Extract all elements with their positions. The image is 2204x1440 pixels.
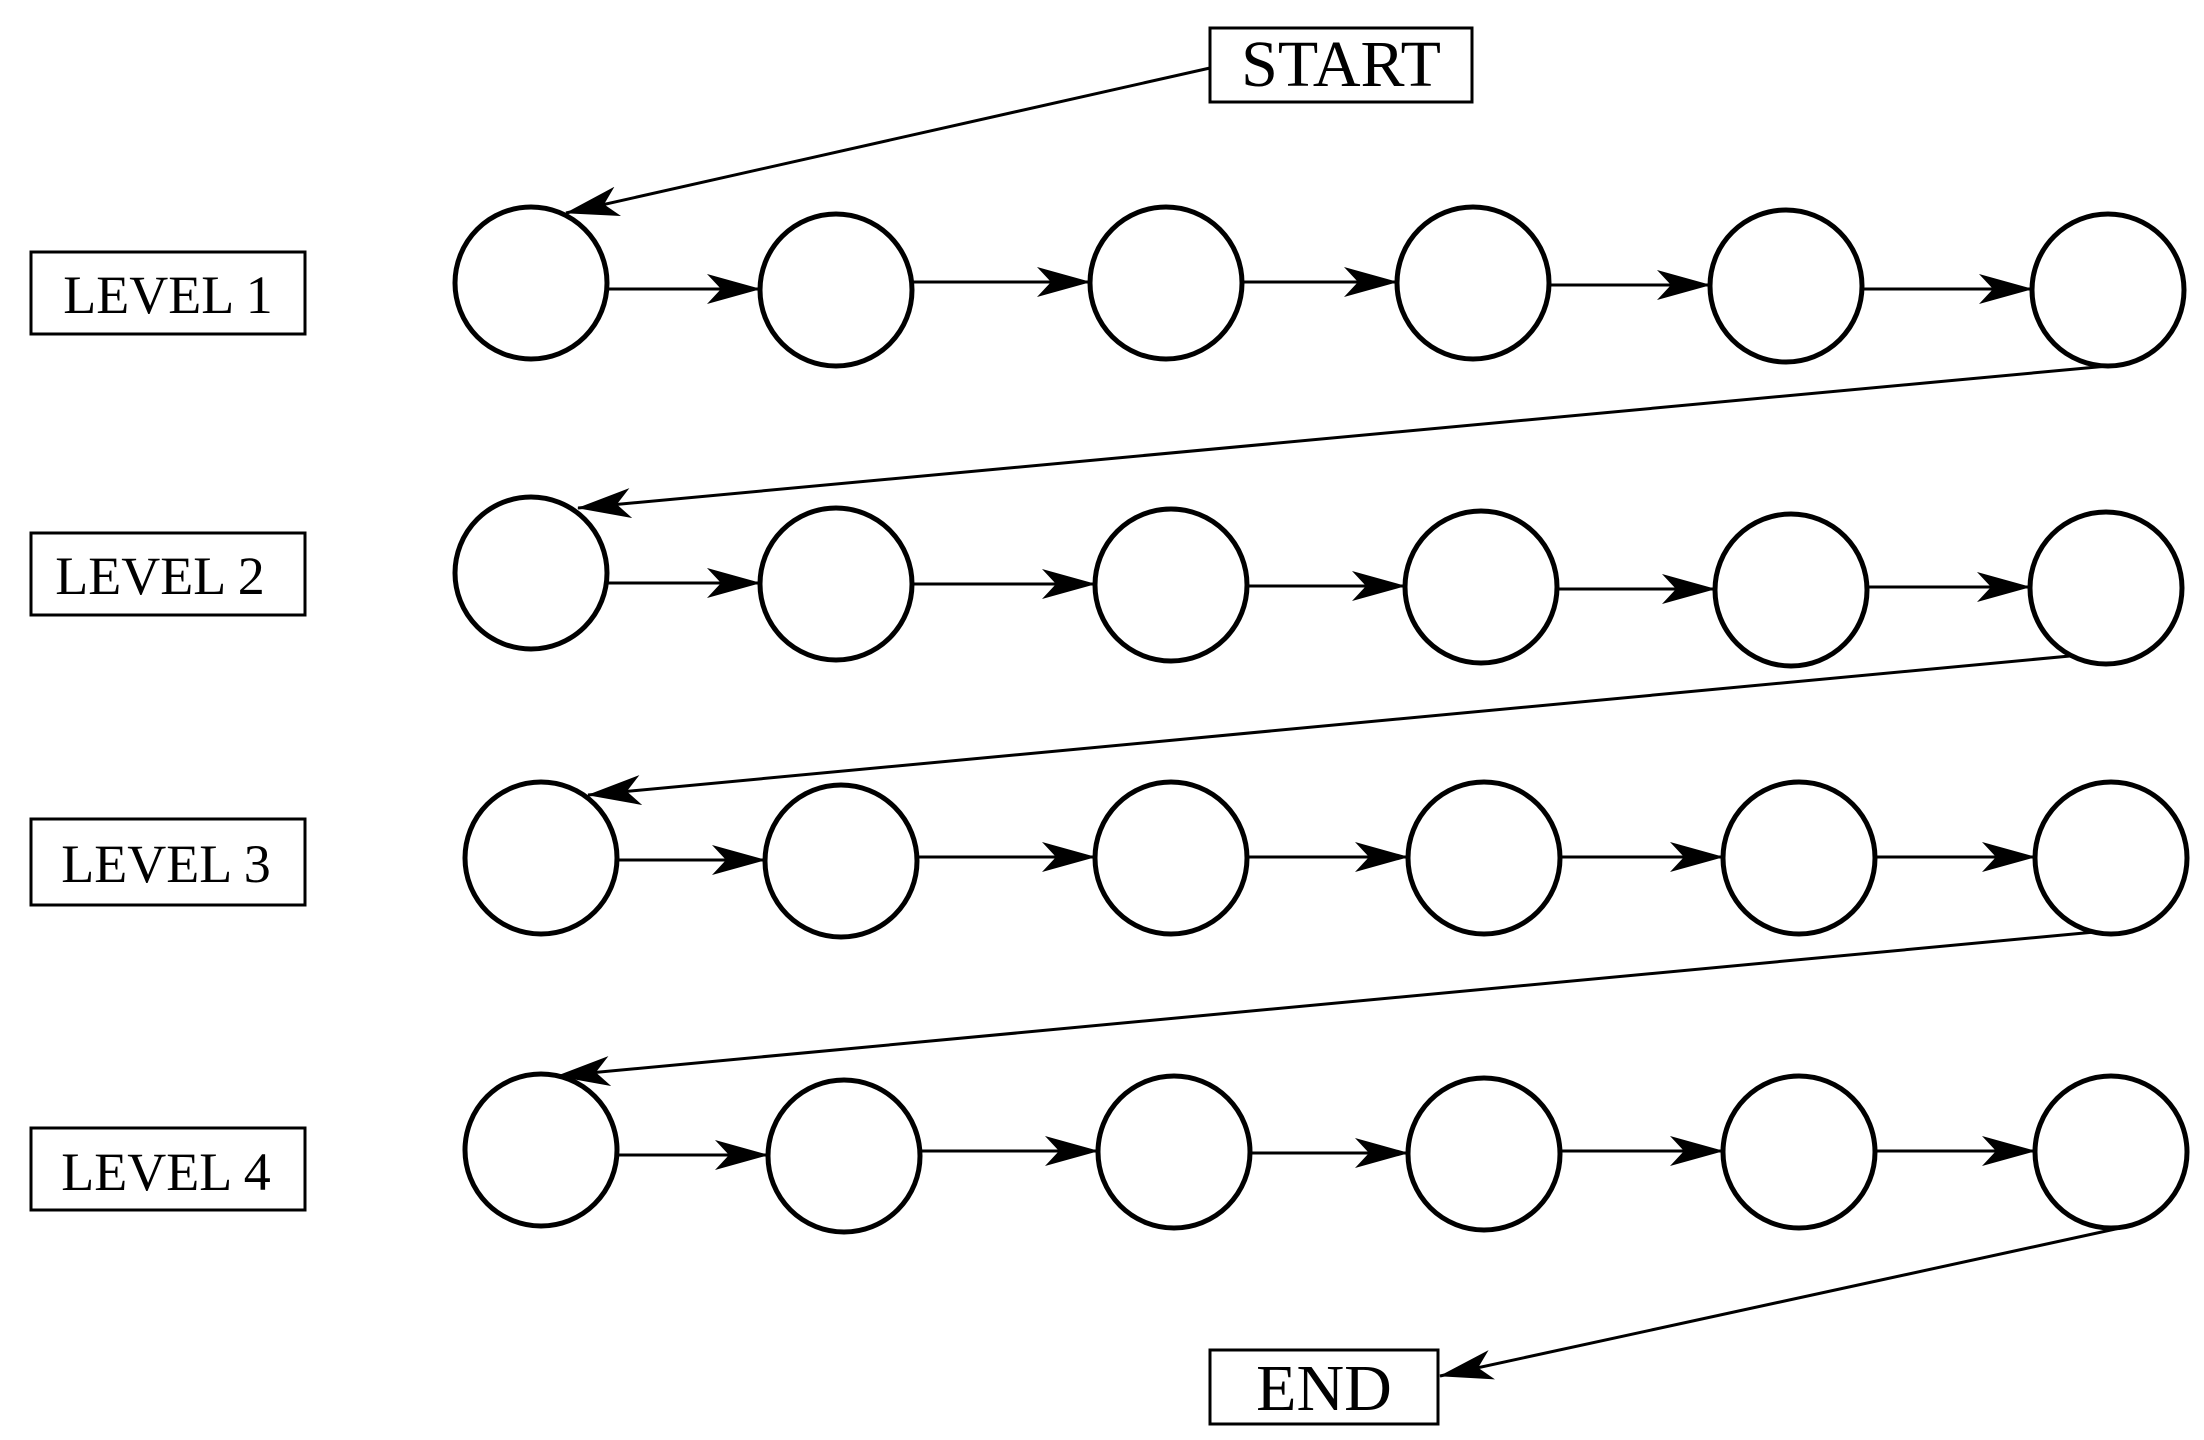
node-level-2-6 <box>2027 509 2185 667</box>
node-level-2-1 <box>452 494 610 652</box>
node-level-4-3 <box>1095 1073 1253 1231</box>
node-level-4-2 <box>765 1077 923 1235</box>
node-level-2-5 <box>1712 511 1870 669</box>
node-level-4-5 <box>1720 1073 1878 1231</box>
node-level-4-1 <box>462 1071 620 1229</box>
level-label-box-3: LEVEL 3 <box>29 817 307 907</box>
node-level-3-2 <box>762 782 920 940</box>
node-level-2-2 <box>757 505 915 663</box>
level-label-box-1: LEVEL 1 <box>29 250 307 336</box>
node-level-3-5 <box>1720 779 1878 937</box>
edges <box>556 66 2121 1380</box>
arrow-level-2-to-level-3 <box>587 654 2071 805</box>
level-label-box-4: LEVEL 4 <box>29 1126 307 1212</box>
node-level-3-1 <box>462 779 620 937</box>
level-label-1: LEVEL 1 <box>63 265 272 325</box>
node-level-1-3 <box>1087 204 1245 362</box>
level-label-4: LEVEL 4 <box>61 1142 270 1202</box>
arrow-level-1-to-level-2 <box>577 364 2109 519</box>
level-label-3: LEVEL 3 <box>61 834 270 894</box>
end-box: END <box>1208 1348 1440 1426</box>
start-box: START <box>1208 26 1474 104</box>
level-label-2: LEVEL 2 <box>55 546 264 606</box>
node-level-1-1 <box>452 204 610 362</box>
node-level-3-4 <box>1405 779 1563 937</box>
node-level-3-3 <box>1092 779 1250 937</box>
node-level-1-5 <box>1707 207 1865 365</box>
arrow-level-3-to-level-4 <box>556 930 2096 1086</box>
node-level-2-4 <box>1402 508 1560 666</box>
arrow-start-to-level-1 <box>565 66 1211 216</box>
arrow-level-4-to-end <box>1439 1226 2121 1380</box>
node-level-4-6 <box>2032 1073 2190 1231</box>
start-label: START <box>1241 28 1441 101</box>
node-level-1-4 <box>1394 204 1552 362</box>
nodes <box>452 204 2190 1235</box>
end-label: END <box>1256 1352 1392 1425</box>
level-label-box-2: LEVEL 2 <box>29 531 307 617</box>
node-level-1-6 <box>2029 211 2187 369</box>
node-level-1-2 <box>757 211 915 369</box>
node-level-3-6 <box>2032 779 2190 937</box>
node-level-2-3 <box>1092 506 1250 664</box>
node-level-4-4 <box>1405 1075 1563 1233</box>
